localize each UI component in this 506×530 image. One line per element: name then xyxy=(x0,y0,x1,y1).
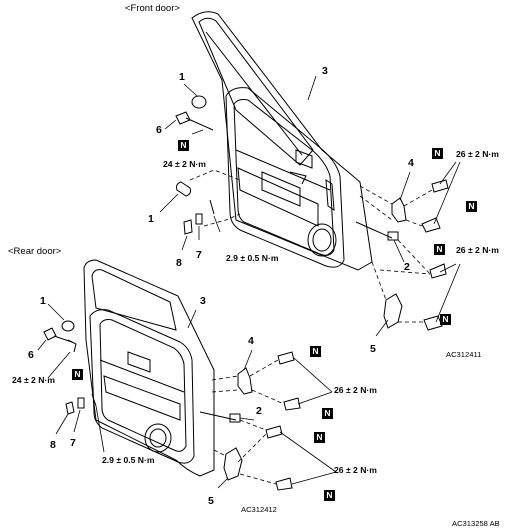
rear-callout-4: 4 xyxy=(248,335,254,347)
front-part-6 xyxy=(175,111,214,131)
front-part-1-upper xyxy=(191,95,207,109)
rear-dashed-guides xyxy=(211,359,285,485)
front-callout-4: 4 xyxy=(408,157,414,169)
front-part-7 xyxy=(195,213,203,225)
front-callout-3: 3 xyxy=(322,65,328,77)
front-door-shell xyxy=(191,11,373,271)
front-leaders xyxy=(159,75,461,337)
front-part-4-striker xyxy=(391,197,407,223)
rear-callout-2: 2 xyxy=(256,405,262,417)
rear-torque-29: 2.9 ± 0.5 N·m xyxy=(102,455,155,465)
front-callout-6: 6 xyxy=(156,124,162,136)
front-part-1-lower xyxy=(176,181,191,197)
rear-callout-7: 7 xyxy=(70,437,76,449)
rear-n-badge-lower: N xyxy=(324,490,335,501)
rear-door-heading: <Rear door> xyxy=(8,246,62,257)
rear-part-4-striker xyxy=(237,367,253,395)
front-n-badge-upper-right: N xyxy=(466,201,477,212)
rear-bolts-26 xyxy=(265,351,301,491)
rear-n-badge-mid: N xyxy=(322,408,333,419)
front-n-badge-bolt: N xyxy=(178,140,189,151)
front-callout-8: 8 xyxy=(176,257,182,269)
front-screw-29 xyxy=(209,199,215,215)
rear-part-7 xyxy=(77,397,85,409)
rear-callout-8: 8 xyxy=(50,439,56,451)
rear-screw-29 xyxy=(91,393,97,407)
rear-torque-24: 24 ± 2 N·m xyxy=(12,375,55,385)
rear-torque-26-upper: 26 ± 2 N·m xyxy=(334,385,377,395)
rear-callout-3: 3 xyxy=(200,295,206,307)
front-torque-29: 2.9 ± 0.5 N·m xyxy=(226,253,279,263)
front-door-heading: <Front door> xyxy=(125,3,180,14)
rear-part-8 xyxy=(65,401,75,415)
rear-n-badge-upper-bolt: N xyxy=(310,346,321,357)
front-torque-26-lower: 26 ± 2 N·m xyxy=(456,245,499,255)
front-torque-26-upper: 26 ± 2 N·m xyxy=(456,149,499,159)
rear-n-badge-lower-bolt: N xyxy=(314,432,325,443)
front-n-badge-lower-right: N xyxy=(440,314,451,325)
front-dashed-guides xyxy=(189,169,433,323)
rear-part-5-latch xyxy=(223,447,243,481)
front-figure-code: AC312411 xyxy=(446,350,482,359)
front-torque-24: 24 ± 2 N·m xyxy=(163,159,206,169)
rear-torque-26-lower: 26 ± 2 N·m xyxy=(334,465,377,475)
rear-part-2-rod xyxy=(199,411,241,423)
rear-leaders xyxy=(37,303,337,489)
rear-part-1 xyxy=(61,320,75,332)
front-bolts-26 xyxy=(421,179,449,331)
front-part-8 xyxy=(183,219,193,235)
rear-n-badge-bolt: N xyxy=(72,369,83,380)
rear-callout-1: 1 xyxy=(40,295,46,307)
front-callout-1-lower: 1 xyxy=(148,213,154,225)
front-part-2-rod xyxy=(355,221,399,241)
rear-door-trim-panel xyxy=(89,309,195,464)
front-part-5-latch xyxy=(383,293,403,329)
front-callout-7: 7 xyxy=(196,249,202,261)
front-callout-5: 5 xyxy=(370,343,376,355)
rear-figure-code: AC312412 xyxy=(241,505,277,514)
front-callout-2: 2 xyxy=(404,261,410,273)
front-callout-1-upper: 1 xyxy=(179,71,185,83)
sheet-code: AC313258 AB xyxy=(452,519,500,528)
rear-part-6 xyxy=(43,327,77,353)
front-n-badge-upper-bolt: N xyxy=(432,148,443,159)
front-n-badge-lower-bolt: N xyxy=(434,244,445,255)
rear-callout-5: 5 xyxy=(208,495,214,507)
rear-callout-6: 6 xyxy=(28,349,34,361)
front-door-trim-panel xyxy=(225,87,345,268)
rear-door-shell xyxy=(83,259,215,477)
